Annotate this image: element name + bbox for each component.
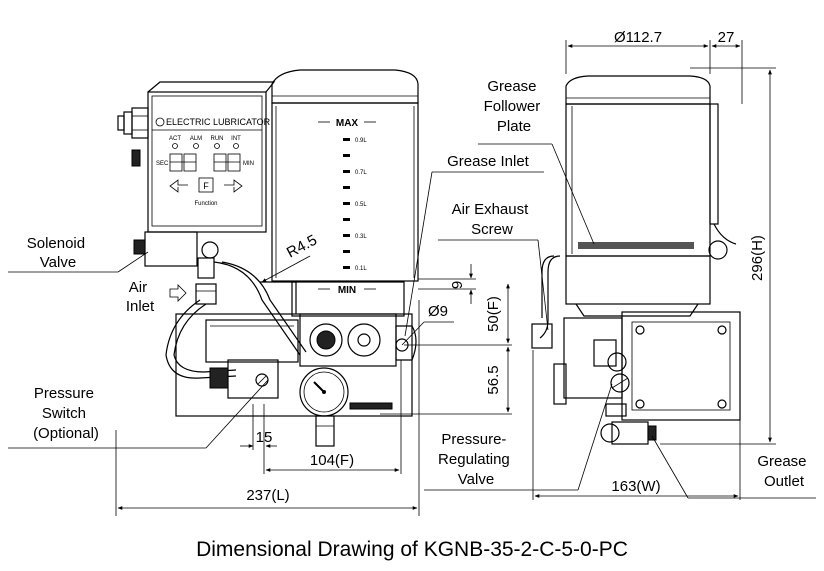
pump-base bbox=[175, 313, 413, 417]
pressure-switch-block bbox=[205, 319, 299, 363]
dim-50: 50(F) bbox=[485, 296, 502, 332]
dim-9: 9 bbox=[449, 281, 466, 289]
dim-56-5: 56.5 bbox=[485, 365, 502, 394]
mark-0-1: 0.1L bbox=[355, 266, 367, 272]
front-view: MAX MIN 0.9L 0.7L 0.5L 0.3L 0.1L ELECTRI… bbox=[117, 69, 419, 447]
dim-163: 163(W) bbox=[611, 478, 660, 495]
sec-label: SEC bbox=[156, 161, 169, 167]
reservoir-side bbox=[565, 103, 711, 257]
reservoir-cap-front bbox=[271, 69, 419, 104]
led-alm-label: ALM bbox=[190, 136, 202, 142]
panel-title: ELECTRIC LUBRICATOR bbox=[166, 117, 271, 127]
drawing-caption: Dimensional Drawing of KGNB-35-2-C-5-0-P… bbox=[196, 538, 628, 561]
air-exhaust-screw-label: Air Exhaust Screw bbox=[452, 201, 533, 238]
pump-body-side bbox=[563, 317, 623, 399]
dim-hole: Ø9 bbox=[428, 303, 448, 320]
function-key bbox=[198, 177, 214, 193]
side-view bbox=[531, 75, 741, 445]
control-box bbox=[147, 91, 267, 233]
junction-box bbox=[621, 311, 741, 421]
air-inlet-label: Air Inlet bbox=[126, 279, 155, 315]
pressure-regulating-valve-label: Pressure- Regulating Valve bbox=[438, 431, 514, 488]
grease-outlet-fitting bbox=[600, 421, 657, 445]
timer-display-min bbox=[213, 153, 241, 172]
mark-0-9: 0.9L bbox=[355, 138, 367, 144]
air-inlet-fitting bbox=[169, 283, 217, 305]
left-arrow-icon bbox=[169, 179, 188, 193]
indicator-leds: ACT ALM RUN INT bbox=[169, 136, 241, 149]
cable-gland bbox=[117, 107, 149, 167]
min-level-label: MIN bbox=[338, 285, 356, 296]
mark-0-7: 0.7L bbox=[355, 170, 367, 176]
dim-r4-5: R4.5 bbox=[284, 232, 320, 262]
reservoir-cap-side bbox=[565, 75, 711, 105]
dim-27: 27 bbox=[718, 29, 735, 46]
volume-scale: 0.9L 0.7L 0.5L 0.3L 0.1L bbox=[343, 138, 367, 272]
dim-112-7: Ø112.7 bbox=[614, 29, 662, 46]
max-label: MAX bbox=[336, 118, 359, 129]
dim-237: 237(L) bbox=[246, 487, 289, 504]
mark-0-3: 0.3L bbox=[355, 234, 367, 240]
callout-labels: Solenoid Valve Air Inlet Pressure Switch… bbox=[8, 78, 816, 499]
mark-0-5: 0.5L bbox=[355, 202, 367, 208]
pressure-switch bbox=[209, 359, 279, 399]
mounting-tab bbox=[395, 325, 417, 361]
led-act-label: ACT bbox=[169, 136, 181, 142]
grease-outlet-label: Grease Outlet bbox=[757, 453, 810, 490]
right-arrow-icon bbox=[224, 179, 243, 193]
solenoid-valve bbox=[133, 231, 219, 279]
function-key-label: F bbox=[203, 181, 209, 191]
dim-15: 15 bbox=[256, 429, 273, 446]
air-tubing bbox=[213, 261, 301, 356]
pressure-gauge bbox=[299, 367, 349, 447]
grease-inlet-label: Grease Inlet bbox=[447, 153, 530, 170]
grease-follower-plate-label: Grease Follower Plate bbox=[484, 78, 545, 135]
reservoir-front bbox=[271, 102, 419, 282]
dim-296: 296(H) bbox=[749, 235, 766, 281]
min-label: MIN bbox=[243, 161, 254, 167]
led-run-label: RUN bbox=[211, 136, 224, 142]
function-label: Function bbox=[194, 201, 217, 207]
dimension-lines: 237(L) 104(F) 15 R4.5 9 Ø9 50(F) 56.5 bbox=[115, 29, 776, 516]
follower-plate bbox=[578, 242, 694, 249]
led-int-label: INT bbox=[231, 136, 241, 142]
tube-loop bbox=[165, 299, 237, 379]
pressure-switch-label: Pressure Switch (Optional) bbox=[33, 385, 99, 442]
timer-display-sec bbox=[169, 153, 197, 172]
solenoid-valve-label: Solenoid Valve bbox=[27, 235, 90, 271]
dim-104: 104(F) bbox=[310, 452, 354, 469]
